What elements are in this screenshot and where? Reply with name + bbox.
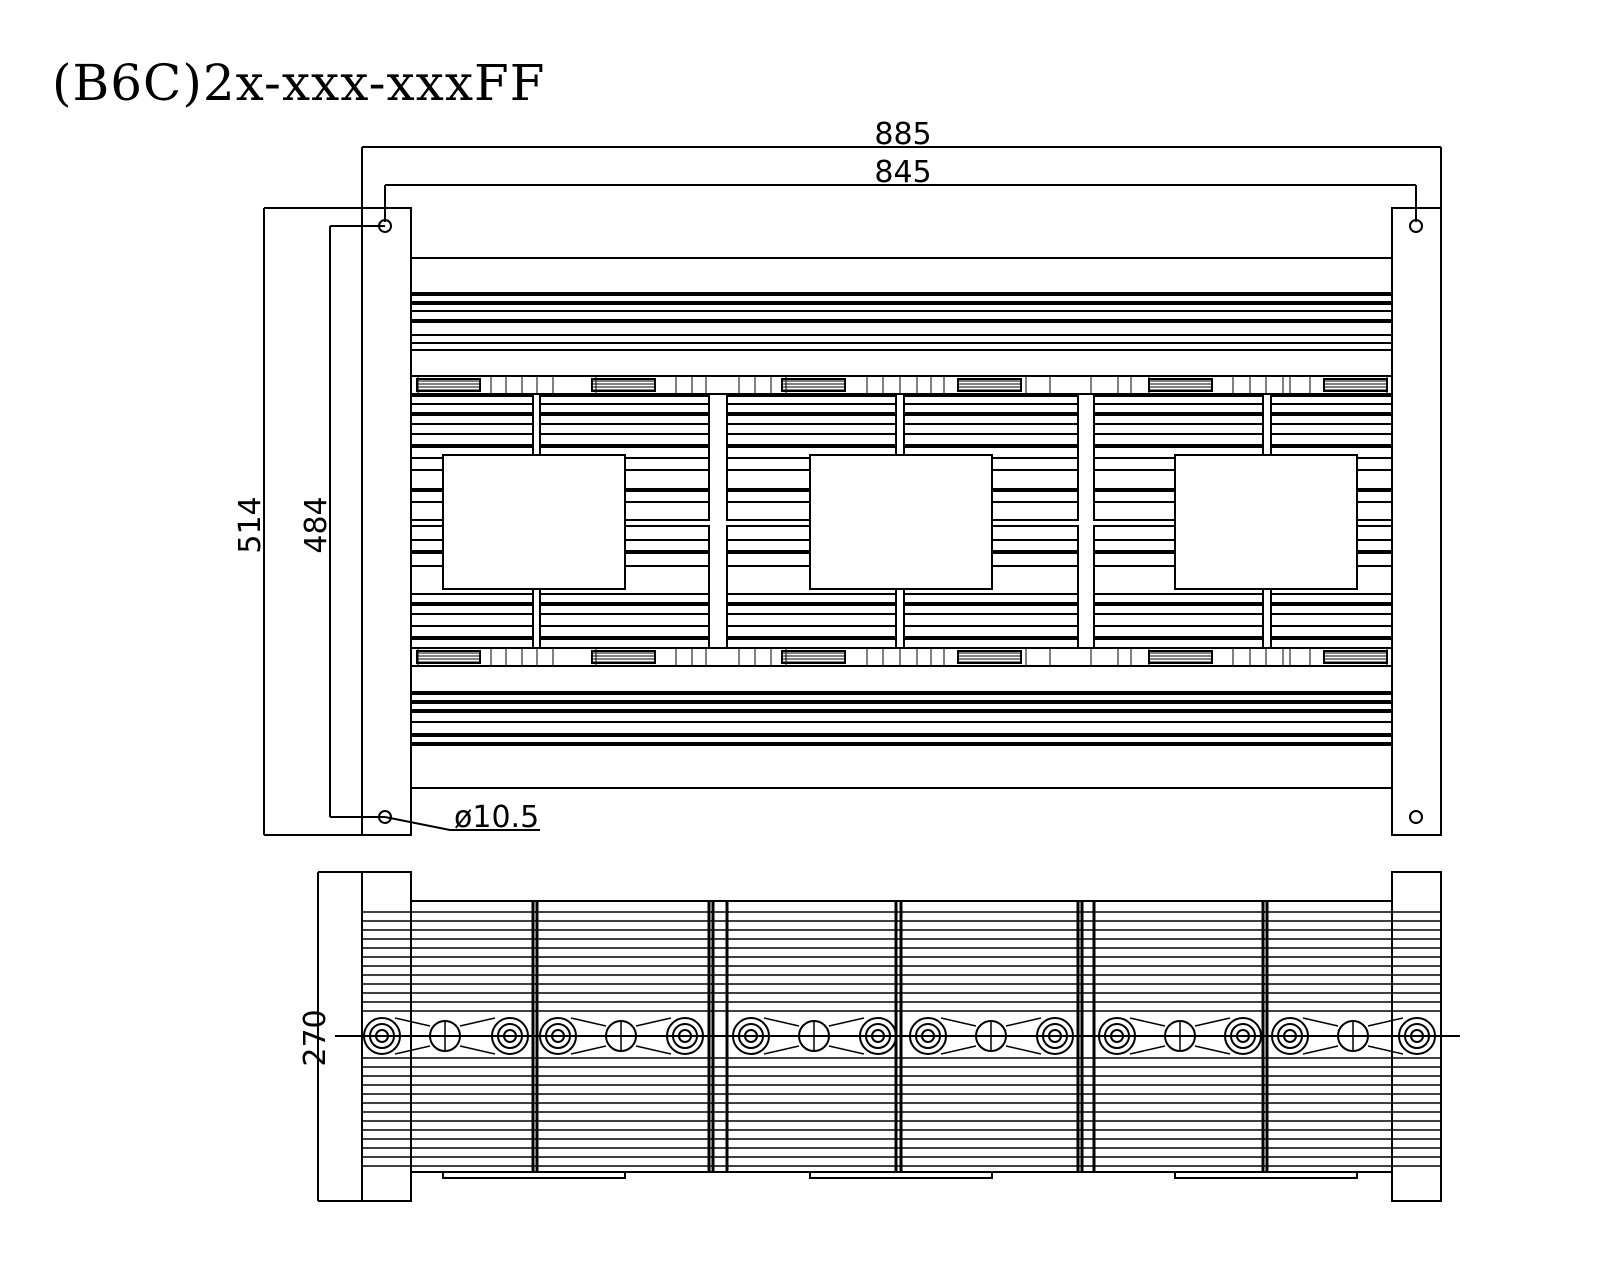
terminal-bolt xyxy=(666,1017,704,1055)
terminal-bolt-core xyxy=(1236,1029,1250,1043)
terminal-bolt-core xyxy=(1110,1029,1124,1043)
busbar-link xyxy=(828,1017,865,1027)
terminal-bolt xyxy=(1098,1017,1136,1055)
dimension-lines xyxy=(263,146,1442,1202)
busbar-link xyxy=(940,1045,977,1055)
side-view xyxy=(335,871,1460,1202)
side-foot xyxy=(1174,1171,1358,1179)
busbar-link xyxy=(459,1017,496,1027)
drawing-title: (B6C)2x-xxx-xxxFF xyxy=(52,54,546,112)
terminal-bolt-inner xyxy=(1230,1023,1256,1049)
top-view xyxy=(361,207,1442,836)
busbar-link xyxy=(459,1045,496,1055)
hole-diameter-label: ø10.5 xyxy=(454,800,539,835)
dim-270-label: 270 xyxy=(298,1009,333,1066)
mounting-hole xyxy=(1409,810,1423,824)
busbar-link xyxy=(1005,1045,1042,1055)
clamp-slot xyxy=(781,650,846,664)
terminal-bolt-core xyxy=(871,1029,885,1043)
terminal-bolt-core xyxy=(921,1029,935,1043)
terminal-bolt-inner xyxy=(1404,1023,1430,1049)
terminal-bolt-inner xyxy=(1104,1023,1130,1049)
busbar-link xyxy=(1005,1017,1042,1027)
clamp-slot xyxy=(416,378,481,392)
terminal-bolt-inner xyxy=(1277,1023,1303,1049)
terminal-bolt xyxy=(909,1017,947,1055)
thyristor-module-cover xyxy=(442,454,626,590)
terminal-bolt xyxy=(1036,1017,1074,1055)
busbar-link xyxy=(1367,1045,1404,1055)
busbar-link xyxy=(1302,1017,1339,1027)
thyristor-module-cover xyxy=(1174,454,1358,590)
busbar-link xyxy=(635,1045,672,1055)
clamp-slot xyxy=(781,378,846,392)
right-mounting-plate xyxy=(1391,207,1442,836)
dim-484-label: 484 xyxy=(299,496,334,553)
terminal-bolt-core xyxy=(678,1029,692,1043)
busbar-link xyxy=(635,1017,672,1027)
clamp-slot xyxy=(957,378,1022,392)
left-mounting-plate xyxy=(361,207,412,836)
side-foot xyxy=(442,1171,626,1179)
clamp-slot xyxy=(591,650,656,664)
busbar-link xyxy=(828,1045,865,1055)
busbar-link xyxy=(1129,1045,1166,1055)
terminal-bolt xyxy=(363,1017,401,1055)
terminal-bolt-inner xyxy=(738,1023,764,1049)
terminal-bolt xyxy=(1224,1017,1262,1055)
terminal-bolt-inner xyxy=(369,1023,395,1049)
busbar-link xyxy=(394,1045,431,1055)
hole-leader xyxy=(384,816,451,831)
busbar-link xyxy=(570,1017,607,1027)
terminal-bolt xyxy=(539,1017,577,1055)
terminal-bolt-inner xyxy=(672,1023,698,1049)
clamp-slot xyxy=(957,650,1022,664)
terminal-bolt-core xyxy=(551,1029,565,1043)
thyristor-module-cover xyxy=(809,454,993,590)
terminal-bolt-core xyxy=(1410,1029,1424,1043)
terminal-bolt xyxy=(859,1017,897,1055)
terminal-bolt-inner xyxy=(545,1023,571,1049)
side-foot xyxy=(809,1171,993,1179)
terminal-bolt xyxy=(1271,1017,1309,1055)
terminal-bolt-core xyxy=(503,1029,517,1043)
terminal-bolt xyxy=(732,1017,770,1055)
busbar-link xyxy=(1367,1017,1404,1027)
busbar-link xyxy=(940,1017,977,1027)
dim-845-label: 845 xyxy=(874,155,931,190)
busbar-link xyxy=(763,1017,800,1027)
busbar-link xyxy=(1129,1017,1166,1027)
busbar-link xyxy=(763,1045,800,1055)
dim-885-label: 885 xyxy=(874,117,931,152)
busbar-link xyxy=(570,1045,607,1055)
terminal-bolt xyxy=(491,1017,529,1055)
terminal-bolt-core xyxy=(1283,1029,1297,1043)
terminal-bolt-inner xyxy=(497,1023,523,1049)
terminal-bolt-inner xyxy=(865,1023,891,1049)
busbar-link xyxy=(1302,1045,1339,1055)
terminal-bolt-inner xyxy=(1042,1023,1068,1049)
busbar-link xyxy=(1194,1045,1231,1055)
dim-514-label: 514 xyxy=(233,496,268,553)
terminal-bolt-inner xyxy=(915,1023,941,1049)
terminal-bolt xyxy=(1398,1017,1436,1055)
busbar-link xyxy=(1194,1017,1231,1027)
terminal-bolt-core xyxy=(744,1029,758,1043)
terminal-bolt-core xyxy=(1048,1029,1062,1043)
terminal-bolt-core xyxy=(375,1029,389,1043)
busbar-link xyxy=(394,1017,431,1027)
clamp-slot xyxy=(416,650,481,664)
clamp-slot xyxy=(591,378,656,392)
